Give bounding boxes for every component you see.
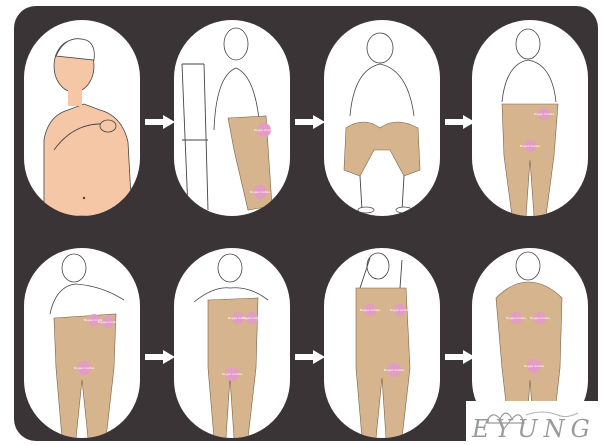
svg-text:Bogee maltes: Bogee maltes <box>524 364 545 368</box>
svg-text:Bogee maltes: Bogee maltes <box>242 316 263 320</box>
badge-circle: Bogee maltes <box>222 367 243 381</box>
badge-circle: Bogee maltes <box>250 185 271 199</box>
svg-text:Bogee maltes: Bogee maltes <box>360 308 381 312</box>
person-adjusting-shoulder-illustration: Bogee maltes Bogee maltes Bogee maltes <box>355 252 411 438</box>
badge-circle: Bogee maltes <box>520 140 541 152</box>
badge-circle: Bogee maltes <box>524 359 545 373</box>
step-5-panel: Bogee maltes Bogee maltes Bogee maltes <box>24 248 140 438</box>
badge-circle: Bogee maltes <box>74 361 95 375</box>
badge-circle: Bogee maltes <box>384 363 405 377</box>
arrow-right-icon <box>145 350 175 364</box>
badge-circle: Bogee maltes <box>390 304 411 316</box>
svg-text:Bogee maltes: Bogee maltes <box>520 144 541 148</box>
lotus-flower-logo <box>485 411 579 424</box>
arrow-right-icon <box>295 115 325 129</box>
arrow-right-icon <box>295 350 325 364</box>
badge-circle: Bogee maltes <box>84 314 105 326</box>
badge-circle: Bogee maltes <box>254 123 275 137</box>
badge-circle: Bogee maltes <box>530 312 551 324</box>
step-1-panel <box>24 20 140 216</box>
person-fitting-chest-illustration: Bogee maltes Bogee maltes Bogee maltes <box>193 253 269 438</box>
step-6-panel: Bogee maltes Bogee maltes Bogee maltes <box>174 248 290 438</box>
svg-text:Bogee maltes: Bogee maltes <box>98 320 119 324</box>
badge-circle: Bogee maltes <box>242 312 263 324</box>
arrow-right-icon <box>445 350 475 364</box>
instruction-board: Bogee maltes Bogee maltes <box>14 6 598 441</box>
svg-text:Bogee maltes: Bogee maltes <box>84 318 105 322</box>
step-2-panel: Bogee maltes Bogee maltes <box>174 20 290 216</box>
svg-text:Bogee maltes: Bogee maltes <box>506 316 527 320</box>
svg-text:Bogee maltes: Bogee maltes <box>384 368 405 372</box>
svg-text:Bogee maltes: Bogee maltes <box>74 366 95 370</box>
person-pulling-up-torso-illustration: Bogee maltes Bogee maltes Bogee maltes <box>49 253 125 438</box>
badge-circle: Bogee maltes <box>534 108 555 120</box>
person-bending-pulling-up-legs-illustration <box>343 32 421 214</box>
person-adjusting-waist-illustration: Bogee maltes Bogee maltes <box>501 28 559 216</box>
step-4-panel: Bogee maltes Bogee maltes <box>472 20 588 216</box>
arrow-right-icon <box>445 115 475 129</box>
svg-text:Bogee maltes: Bogee maltes <box>534 112 555 116</box>
person-fully-dressed-illustration: Bogee maltes Bogee maltes Bogee maltes <box>495 251 563 438</box>
logo-text: EYUNG <box>472 415 596 443</box>
svg-text:Bogee maltes: Bogee maltes <box>250 190 271 194</box>
svg-text:Bogee maltes: Bogee maltes <box>222 372 243 376</box>
badge-circle: Bogee maltes <box>506 312 527 324</box>
badge-circle: Bogee maltes <box>98 316 119 328</box>
person-seated-pulling-on-garment-illustration: Bogee maltes Bogee maltes <box>181 27 275 211</box>
badge-circle: Bogee maltes <box>360 304 381 316</box>
svg-text:Bogee maltes: Bogee maltes <box>390 308 411 312</box>
step-7-panel: Bogee maltes Bogee maltes Bogee maltes <box>324 248 440 438</box>
svg-text:Bogee maltes: Bogee maltes <box>530 316 551 320</box>
svg-text:Bogee maltes: Bogee maltes <box>254 128 275 132</box>
arrow-right-icon <box>145 115 175 129</box>
step-3-panel <box>324 20 440 216</box>
person-bare-torso-illustration <box>43 38 133 216</box>
svg-text:Bogee maltes: Bogee maltes <box>228 316 249 320</box>
brand-logo: EYUNG <box>466 401 598 445</box>
badge-circle: Bogee maltes <box>228 312 249 324</box>
